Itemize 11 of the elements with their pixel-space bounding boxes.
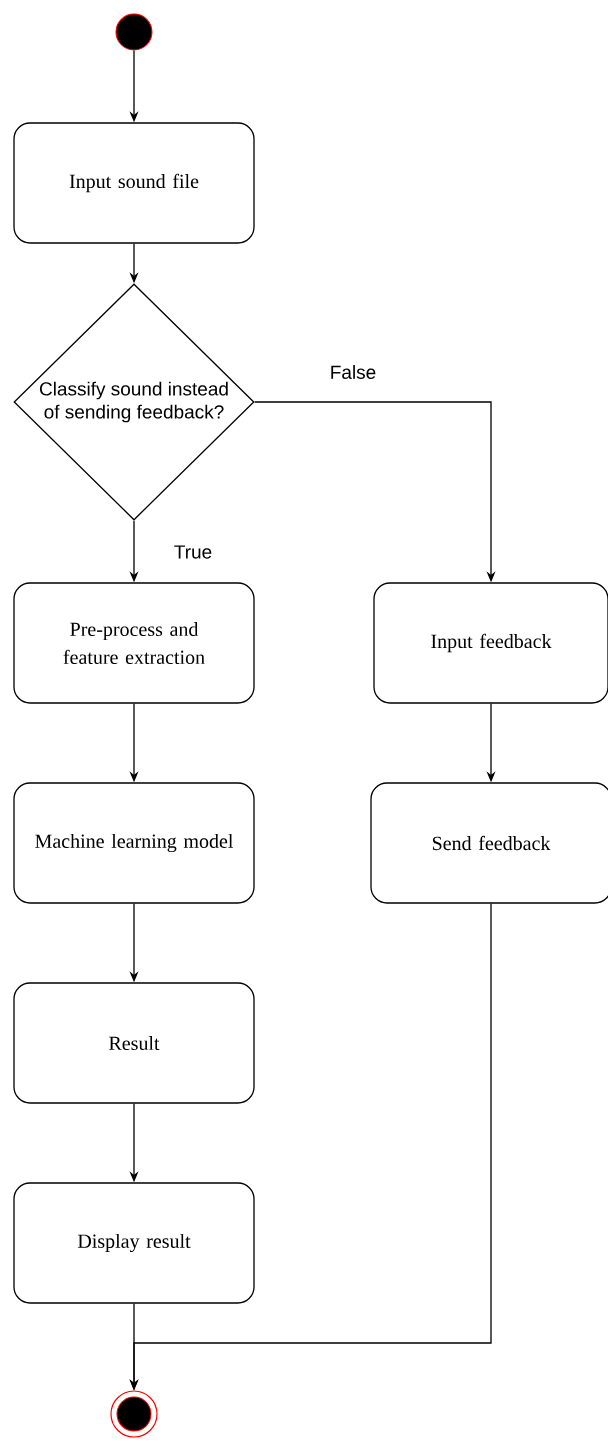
edge-label: False: [328, 364, 378, 380]
edge-label: True: [172, 544, 214, 560]
process-box: Result: [13, 982, 255, 1104]
process-box: Input sound file: [13, 122, 255, 244]
process-box: Pre-process and feature extraction: [13, 582, 255, 704]
end-node: [110, 1390, 158, 1438]
process-box: Display result: [13, 1182, 255, 1304]
process-box: Machine learning model: [13, 782, 255, 904]
process-box: Send feedback: [370, 782, 608, 904]
process-box: Input feedback: [373, 582, 608, 704]
start-node: [115, 13, 153, 51]
